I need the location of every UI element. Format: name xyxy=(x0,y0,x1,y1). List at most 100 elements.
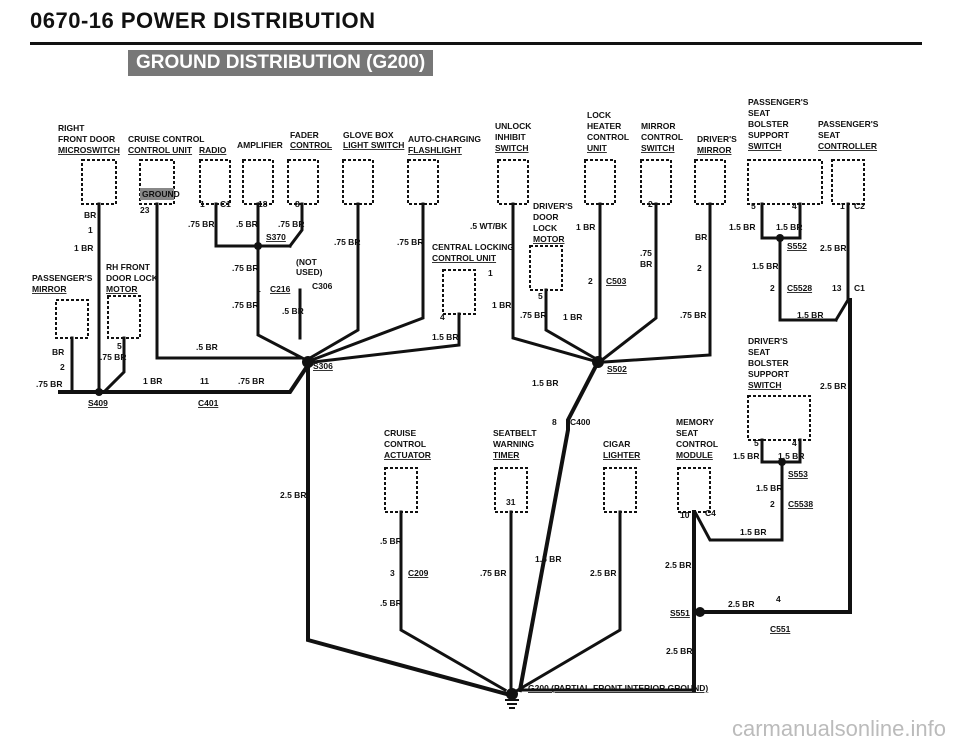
wl-93: C551 xyxy=(770,624,791,634)
label-ms-3: CONTROL xyxy=(676,439,718,449)
wl-31: C401 xyxy=(198,398,219,408)
wl-72: 1.5 BR xyxy=(778,451,804,461)
wl-19: .75 BR xyxy=(232,300,258,310)
wl-61: 2.5 BR xyxy=(820,243,846,253)
label-fader-1: FADER xyxy=(290,130,319,140)
ground-g200 xyxy=(506,688,518,700)
wl-49: .75 BR xyxy=(680,310,706,320)
wl-65: 13 xyxy=(832,283,842,293)
box-radio xyxy=(199,159,231,205)
box-memory-seat xyxy=(677,467,711,513)
wl-84: .5 BR xyxy=(380,598,402,608)
label-auto-1: AUTO-CHARGING xyxy=(408,134,481,144)
label-notused-1: (NOT xyxy=(296,257,318,267)
splice-s553 xyxy=(778,458,786,466)
wl-29: .75 BR xyxy=(238,376,264,386)
ground-symbol xyxy=(505,699,519,709)
wl-15: .75 BR xyxy=(232,263,258,273)
wl-77: 10 xyxy=(680,510,690,520)
wl-22: BR xyxy=(52,347,64,357)
wl-13: .75 BR xyxy=(334,237,360,247)
wl-81: .5 BR xyxy=(380,536,402,546)
wl-83: C209 xyxy=(408,568,429,578)
label-ca-3: ACTUATOR xyxy=(384,450,431,460)
wire-cruise-unit xyxy=(155,202,302,360)
box-rf-door xyxy=(81,159,117,205)
box-central-locking xyxy=(442,269,476,315)
wire-labels: BR 1 1 BR 23 1 C1 18 8 .75 BR .5 BR .75 … xyxy=(36,199,865,693)
splice-s552 xyxy=(776,234,784,242)
wl-57: C2 xyxy=(854,201,865,211)
box-glovebox xyxy=(342,159,374,205)
wl-85: 31 xyxy=(506,497,516,507)
wl-32: S306 xyxy=(313,361,333,371)
wl-18: C306 xyxy=(312,281,333,291)
wl-35: 4 xyxy=(440,312,445,322)
wl-76: C5538 xyxy=(788,499,813,509)
label-auto-2: FLASHLIGHT xyxy=(408,145,463,155)
wl-73: S553 xyxy=(788,469,808,479)
title-rule xyxy=(30,42,922,45)
wl-6: C1 xyxy=(220,199,231,209)
label-pbolster-1: PASSENGER'S xyxy=(748,97,809,107)
label-lock-1: LOCK xyxy=(587,110,612,120)
wl-42: C503 xyxy=(606,276,627,286)
wl-59: 1.5 BR xyxy=(776,222,802,232)
wl-51: 1.5 BR xyxy=(532,378,558,388)
wl-53: C400 xyxy=(570,417,591,427)
label-pm-2: MIRROR xyxy=(32,284,66,294)
label-sb-3: TIMER xyxy=(493,450,519,460)
wires xyxy=(58,202,852,698)
label-dmirror-2: MIRROR xyxy=(697,145,731,155)
wl-17: C216 xyxy=(270,284,291,294)
label-ddl-2: DOOR xyxy=(533,212,559,222)
box-drivers-door-lock xyxy=(529,245,563,291)
splice-s409 xyxy=(95,388,103,396)
wl-87: .75 BR xyxy=(480,568,506,578)
label-cig-1: CIGAR xyxy=(603,439,630,449)
wl-26: .75 BR xyxy=(100,352,126,362)
wl-47: BR xyxy=(695,232,707,242)
label-fader-2: CONTROL xyxy=(290,140,332,150)
wl-89: 2.5 BR xyxy=(665,560,691,570)
wl-60: S552 xyxy=(787,241,807,251)
label-ca-1: CRUISE xyxy=(384,428,416,438)
label-glove-2: LIGHT SWITCH xyxy=(343,140,404,150)
box-auto-charging xyxy=(407,159,439,205)
wire-auto-charge xyxy=(310,202,425,362)
label-rhdl-1: RH FRONT xyxy=(106,262,151,272)
wl-75: 2 xyxy=(770,499,775,509)
label-sb-2: WARNING xyxy=(493,439,534,449)
top-components: GROUND xyxy=(81,159,865,205)
wl-33: .5 WT/BK xyxy=(470,221,508,231)
wl-63: 2 xyxy=(770,283,775,293)
wl-30: S409 xyxy=(88,398,108,408)
label-unlock-2: INHIBIT xyxy=(495,132,527,142)
box-amplifier xyxy=(242,159,274,205)
wl-4: 23 xyxy=(140,205,150,215)
wl-91: 2.5 BR xyxy=(728,599,754,609)
wire-mirror-ctrl xyxy=(599,202,658,363)
wl-74: 1.5 BR xyxy=(756,483,782,493)
wl-25: 5 xyxy=(117,341,122,351)
box-drivers-mirror xyxy=(694,159,726,205)
watermark: carmanualsonline.info xyxy=(731,716,946,741)
wl-12: S370 xyxy=(266,232,286,242)
box-cigar-lighter xyxy=(603,467,637,513)
label-right-front-door-3: MICROSWITCH xyxy=(58,145,120,155)
wl-24: .75 BR xyxy=(36,379,62,389)
label-rhdl-3: MOTOR xyxy=(106,284,137,294)
label-dbs-2: SEAT xyxy=(748,347,771,357)
wl-50: S502 xyxy=(607,364,627,374)
label-amplifier: AMPLIFIER xyxy=(237,140,283,150)
label-ms-4: MODULE xyxy=(676,450,713,460)
label-pctrl-2: SEAT xyxy=(818,130,841,140)
wl-48: 2 xyxy=(697,263,702,273)
label-ddl-3: LOCK xyxy=(533,223,558,233)
wire-s306-g200 xyxy=(306,360,513,698)
wl-10: .5 BR xyxy=(236,219,258,229)
wl-40: 1 BR xyxy=(576,222,595,232)
label-ground-box: GROUND xyxy=(142,189,180,199)
splice-s370 xyxy=(254,242,262,250)
wl-2: 1 xyxy=(88,225,93,235)
